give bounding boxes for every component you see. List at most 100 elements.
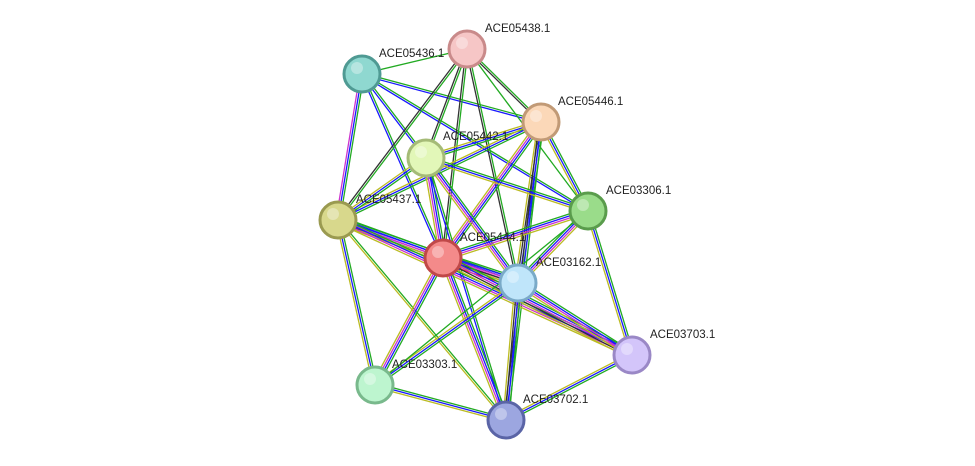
edge-line <box>444 123 544 261</box>
edge-line <box>336 222 632 359</box>
edge-line <box>441 121 541 258</box>
node-circle[interactable] <box>342 54 382 94</box>
node-highlight <box>530 110 542 122</box>
edge-line <box>508 283 522 421</box>
node-circle[interactable] <box>355 365 395 405</box>
node-highlight <box>415 146 427 158</box>
edge-line <box>424 158 518 284</box>
edge-line <box>337 73 363 221</box>
edge-line <box>426 157 508 420</box>
node-label: ACE03306.1 <box>606 185 671 197</box>
edge-line <box>339 219 378 385</box>
edge-ace05442-1-ace03162-1[interactable] <box>423 155 521 286</box>
edge-ace03306-1-ace03303-1[interactable] <box>374 210 589 386</box>
edge-line <box>425 159 588 214</box>
edge-ace05438-1-ace05444-1[interactable] <box>441 48 469 259</box>
edge-ace03162-1-ace03703-1[interactable] <box>516 279 634 359</box>
edge-ace05436-1-ace05437-1[interactable] <box>335 73 365 221</box>
edge-ace03703-1-ace03702-1[interactable] <box>504 352 634 423</box>
edge-line <box>517 283 632 357</box>
node-ace03702-1[interactable]: ACE03702.1 <box>486 394 588 440</box>
edge-line <box>514 121 539 283</box>
node-highlight <box>364 373 376 385</box>
edge-line <box>337 219 376 386</box>
edge-line <box>427 155 521 282</box>
edge-line <box>443 257 508 420</box>
edge-line <box>362 73 445 258</box>
node-layer: ACE05438.1ACE05436.1ACE05446.1ACE05442.1… <box>318 23 715 440</box>
edge-line <box>506 283 520 421</box>
edge-line <box>443 211 589 260</box>
node-circle[interactable] <box>568 191 608 231</box>
node-ace05438-1[interactable]: ACE05438.1 <box>447 23 550 69</box>
edge-ace03303-1-ace03702-1[interactable] <box>374 382 507 423</box>
node-label: ACE05438.1 <box>485 23 550 35</box>
edge-line <box>440 119 540 257</box>
edge-line <box>374 210 589 386</box>
node-circle[interactable] <box>447 29 487 69</box>
node-highlight <box>507 271 519 283</box>
node-ace03303-1[interactable]: ACE03303.1 <box>355 359 457 405</box>
edge-line <box>336 48 467 220</box>
edge-line <box>377 259 447 387</box>
edge-ace03162-1-ace03702-1[interactable] <box>502 282 522 421</box>
node-ace03703-1[interactable]: ACE03703.1 <box>612 329 715 375</box>
node-ace05442-1[interactable]: ACE05442.1 <box>406 131 508 178</box>
node-circle[interactable] <box>498 263 538 303</box>
edge-line <box>443 122 543 259</box>
edge-ace05444-1-ace03303-1[interactable] <box>371 256 447 387</box>
edge-line <box>505 354 633 421</box>
edge-ace05437-1-ace03303-1[interactable] <box>335 219 378 386</box>
edge-line <box>443 49 469 259</box>
node-circle[interactable] <box>486 400 526 440</box>
edge-line <box>374 282 519 386</box>
edge-ace05437-1-ace03702-1[interactable] <box>336 218 508 422</box>
edge-line <box>426 155 589 210</box>
node-label: ACE03303.1 <box>392 359 457 371</box>
edge-line <box>336 220 506 422</box>
node-circle[interactable] <box>612 335 652 375</box>
node-circle[interactable] <box>406 138 446 178</box>
edge-line <box>375 382 507 419</box>
edge-ace05436-1-ace05446-1[interactable] <box>361 72 542 124</box>
node-circle[interactable] <box>318 200 358 240</box>
node-ace03306-1[interactable]: ACE03306.1 <box>568 185 671 231</box>
edge-line <box>587 210 633 356</box>
node-highlight <box>327 208 339 220</box>
edge-line <box>374 384 507 421</box>
node-circle[interactable] <box>521 102 561 142</box>
edge-line <box>589 210 635 355</box>
edge-line <box>442 209 588 258</box>
edge-line <box>585 211 631 356</box>
edge-ace05438-1-ace03162-1[interactable] <box>465 48 520 284</box>
edge-line <box>375 258 445 386</box>
edge-line <box>504 352 632 419</box>
edge-line <box>441 48 467 258</box>
node-ace05446-1[interactable]: ACE05446.1 <box>521 96 623 142</box>
edge-ace05444-1-ace03306-1[interactable] <box>441 207 590 262</box>
edge-line <box>504 282 518 420</box>
edge-ace03306-1-ace03703-1[interactable] <box>585 210 635 356</box>
edge-ace05442-1-ace03306-1[interactable] <box>425 155 589 214</box>
edge-ace05446-1-ace05444-1[interactable] <box>440 119 544 261</box>
node-label: ACE05436.1 <box>379 48 444 60</box>
node-ace05444-1[interactable]: ACE05444.1 <box>423 232 525 278</box>
node-ace05437-1[interactable]: ACE05437.1 <box>318 194 421 240</box>
edge-line <box>371 256 441 384</box>
edge-ace05444-1-ace03702-1[interactable] <box>439 256 510 422</box>
edge-ace05438-1-ace05437-1[interactable] <box>336 48 469 221</box>
edge-line <box>425 157 589 212</box>
edge-line <box>441 207 588 256</box>
edge-line <box>518 281 633 355</box>
edge-ace05436-1-ace05444-1[interactable] <box>360 73 445 259</box>
node-ace03162-1[interactable]: ACE03162.1 <box>498 257 601 303</box>
edge-line <box>516 284 631 359</box>
edge-line <box>335 220 374 386</box>
edge-line <box>373 257 443 385</box>
node-ace05436-1[interactable]: ACE05436.1 <box>342 48 444 94</box>
edge-ace05446-1-ace05442-1[interactable] <box>425 119 542 161</box>
edge-line <box>362 72 542 122</box>
node-circle[interactable] <box>423 238 463 278</box>
edge-line <box>374 386 506 423</box>
node-highlight <box>351 62 363 74</box>
